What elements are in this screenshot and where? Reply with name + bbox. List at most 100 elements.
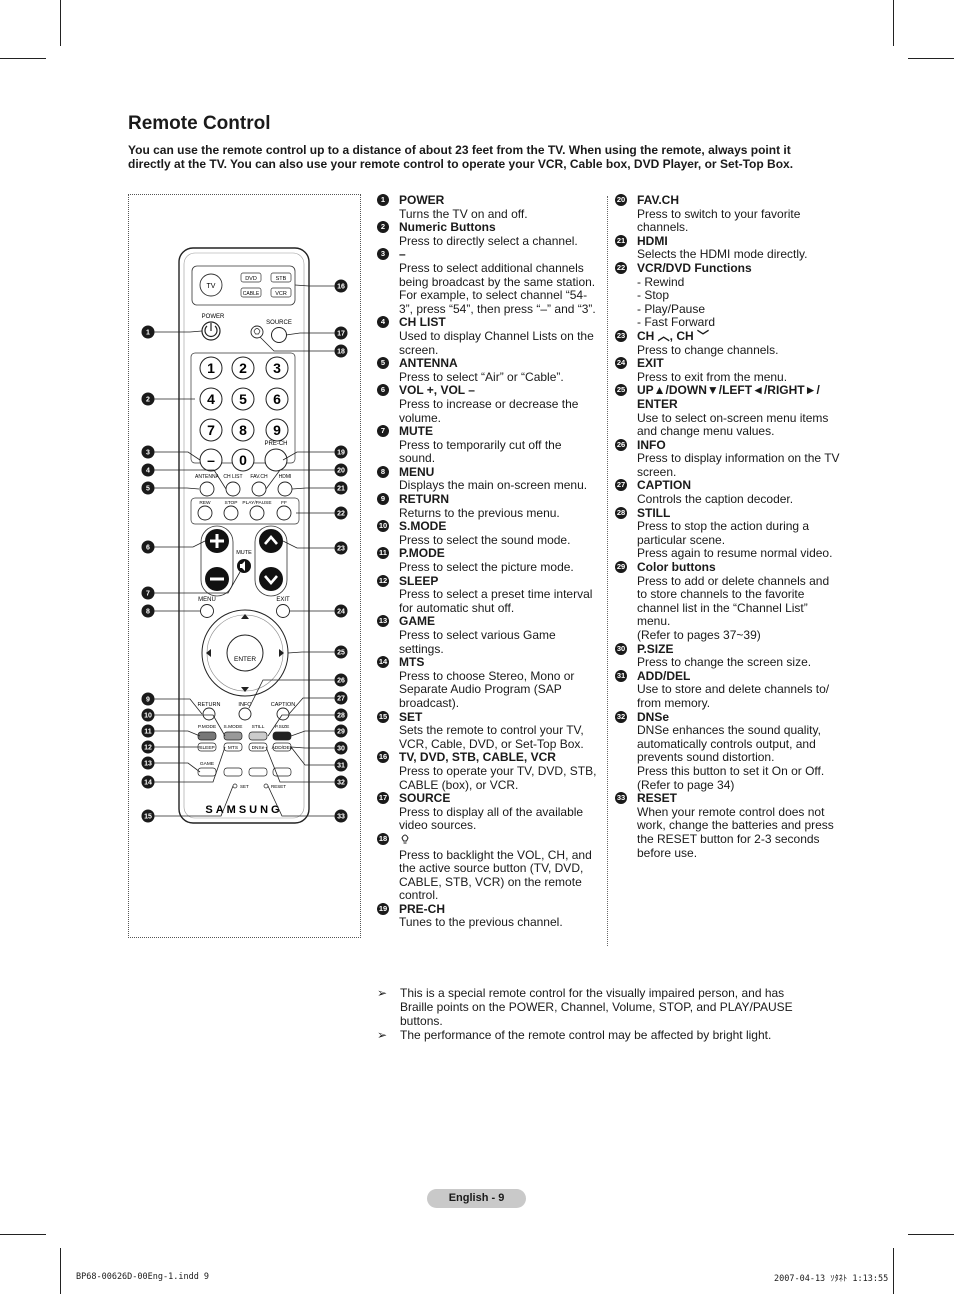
item-title: POWER	[399, 193, 445, 207]
callout-badge	[141, 809, 155, 823]
leader-line	[267, 714, 335, 737]
item-number-badge: 22	[615, 261, 627, 274]
leader-line	[154, 785, 234, 817]
numpad-key-label: 7	[207, 422, 215, 438]
smode-button	[223, 731, 243, 741]
numpad-key-label: –	[207, 452, 215, 468]
numpad-key-label: 9	[273, 422, 281, 438]
pmode-label: P.MODE	[198, 724, 216, 730]
item-description: Displays the main on-screen menu.	[399, 478, 588, 493]
item-description: Press to temporarily cut off the sound.	[399, 437, 562, 466]
leader-line	[154, 469, 227, 490]
function-button	[223, 767, 243, 777]
page-number: English - 9	[427, 1189, 526, 1208]
item-description: Press to select the sound mode.	[399, 532, 571, 547]
item-title: RESET	[637, 791, 678, 806]
item-number-badge: 7	[377, 425, 389, 438]
numpad-key	[231, 448, 255, 472]
numpad-key	[199, 387, 223, 411]
callout-number: 1	[146, 330, 150, 337]
item-number-badge: 33	[615, 792, 627, 805]
callout-badge	[334, 645, 348, 659]
timestamp-slug: 2007-04-13 ｿﾀﾈﾄ 1:13:55	[774, 1274, 889, 1284]
callout-number: 5	[146, 486, 150, 493]
adddel-label: ADD/DEL	[272, 745, 293, 751]
item-title: Color buttons	[637, 560, 716, 575]
crop-mark	[60, 1248, 61, 1294]
speaker-icon	[240, 561, 245, 571]
item-title: EXIT	[637, 356, 664, 371]
file-slug: BP68-00626D-00Eng-1.indd 9	[76, 1272, 210, 1282]
callout-badge	[334, 758, 348, 772]
item-title: Numeric Buttons	[399, 220, 496, 235]
item-title: ANTENNA	[399, 356, 458, 371]
leader-line	[154, 746, 226, 783]
item-number-badge: 8	[377, 465, 389, 478]
callout-badge	[141, 540, 155, 554]
item-title: SLEEP	[399, 573, 439, 588]
item-number-badge: 16	[377, 751, 389, 764]
item-title: ADD/DEL	[637, 668, 691, 683]
intro-text: You can use the remote control up to a d…	[128, 143, 794, 171]
callout-number: 28	[337, 713, 345, 720]
item-title: STILL	[637, 505, 671, 520]
callout-number: 20	[337, 468, 345, 475]
leader-line	[287, 651, 335, 654]
item-description: Selects the HDMI mode directly.	[637, 247, 808, 262]
samsung-logo: SAMSUNG	[205, 804, 282, 816]
item-number-badge: 31	[615, 669, 627, 682]
callout-number: 2	[146, 397, 150, 404]
callout-badge	[334, 741, 348, 755]
item-number-badge: 21	[615, 234, 627, 247]
callout-badge	[334, 708, 348, 722]
item-number-badge: 27	[615, 479, 627, 492]
item-number-badge: 4	[377, 316, 389, 329]
item-number-badge: 6	[377, 384, 389, 397]
crop-mark	[893, 1248, 894, 1294]
item-description: DNSe enhances the sound quality, automat…	[637, 723, 825, 792]
playpause-label: PLAY/PAUSE	[242, 500, 271, 506]
item-description: Press to change the screen size.	[637, 655, 812, 670]
page-title: Remote Control	[128, 113, 271, 134]
item-number-badge: 20	[615, 194, 627, 206]
item-number-badge: 30	[615, 642, 627, 655]
ch-down-button	[259, 567, 283, 591]
item-title: VCR/DVD Functions	[637, 260, 752, 275]
dvd-button	[240, 272, 262, 283]
svg-text:EXIT: EXIT	[276, 597, 290, 603]
callout-badge	[141, 604, 155, 618]
callout-number: 23	[337, 546, 345, 553]
crop-mark	[908, 58, 954, 59]
function-button	[197, 767, 217, 777]
chevron-down-icon	[264, 575, 278, 585]
item-title: –	[399, 247, 406, 262]
leader-line	[154, 330, 203, 333]
callout-badge	[334, 775, 348, 789]
item-number-badge: 18	[377, 832, 389, 845]
item-number-badge: 26	[615, 438, 627, 451]
callout-number: 4	[146, 468, 150, 475]
numpad-key-label: 4	[207, 391, 215, 407]
item-description: Press to select a preset time interval f…	[399, 587, 593, 615]
item-description: Controls the caption decoder.	[637, 492, 794, 507]
svg-text:STB: STB	[276, 276, 287, 282]
callout-badge	[141, 692, 155, 706]
numpad-key-label: 5	[239, 391, 247, 407]
enter-button	[226, 634, 264, 672]
item-description: Press to display information on the TV s…	[637, 451, 840, 479]
svg-text:PRE-CH: PRE-CH	[264, 441, 287, 447]
